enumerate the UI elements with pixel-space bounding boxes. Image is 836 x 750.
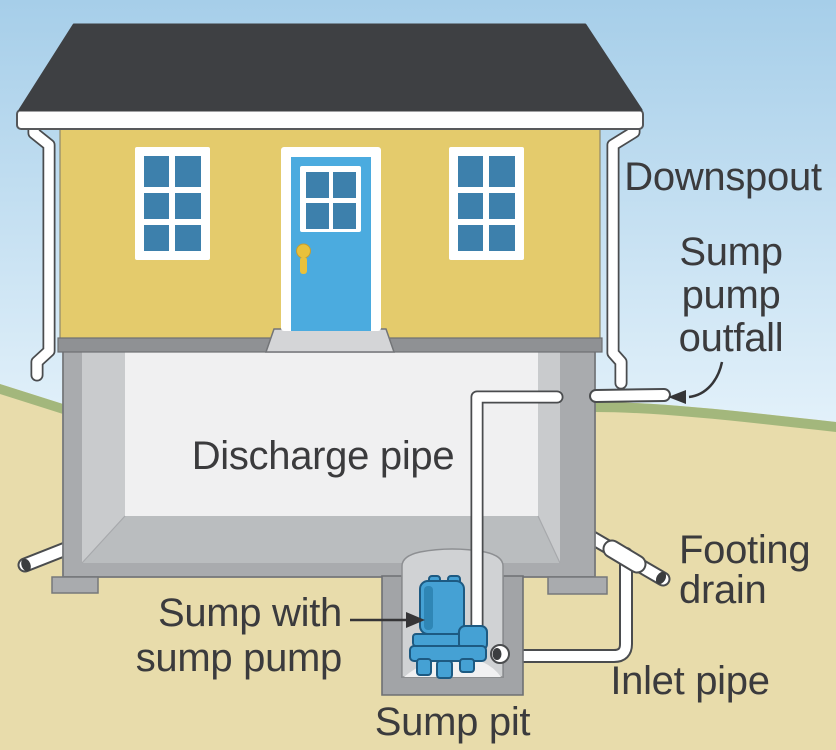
outfall-arrow [668, 361, 724, 404]
window-left [135, 147, 210, 260]
label-footing-drain: Footing drain [679, 528, 811, 612]
door-pane [306, 172, 329, 198]
window-right [449, 147, 524, 260]
door-pane [333, 203, 356, 229]
inlet-pipe [517, 547, 633, 663]
arrowhead [406, 612, 425, 628]
downspout-left [27, 117, 56, 382]
foundation [51, 340, 608, 595]
footing-right [547, 576, 608, 595]
window-mullion [169, 156, 175, 251]
label-sump-pit: Sump pit [374, 700, 531, 744]
footing-drain-pipe-right [581, 528, 671, 587]
grass-right [595, 402, 836, 432]
window-mullion [483, 156, 489, 251]
label-inlet-pipe: Inlet pipe [610, 659, 770, 703]
door-pane [333, 172, 356, 198]
downspout-right [606, 117, 641, 390]
door-pane [306, 203, 329, 229]
arrowhead [668, 390, 686, 404]
drain-opening-left [21, 558, 31, 572]
pump-foot [436, 660, 453, 679]
pump-foot [459, 658, 475, 673]
footing-left [51, 576, 99, 594]
pump-body-shade [424, 586, 433, 630]
front-door [281, 147, 381, 331]
pit-inlet-opening [490, 644, 510, 664]
door-step [264, 328, 396, 353]
window-mullion [458, 219, 515, 225]
door-knob-plate [300, 257, 307, 274]
sump-pump-outfall-pipe [589, 388, 671, 403]
window-mullion [144, 187, 201, 193]
grass-left [0, 384, 63, 414]
pump-foot [416, 658, 432, 676]
roof [18, 23, 643, 112]
door-knob [296, 243, 311, 259]
window-mullion [458, 187, 515, 193]
bevel-edges [81, 515, 561, 564]
window-mullion [144, 219, 201, 225]
sump-arrow [350, 612, 425, 628]
label-discharge-pipe: Discharge pipe [191, 434, 455, 478]
sump-pump [409, 575, 488, 679]
gutter-fascia [16, 109, 644, 130]
discharge-pipe [470, 390, 564, 651]
label-sump-with-sump-pump: Sump with sump pump [135, 591, 343, 680]
label-downspout: Downspout [624, 155, 822, 199]
label-sump-pump-outfall: Sump pump outfall [678, 230, 784, 360]
basement-back-wall [125, 352, 538, 516]
drain-opening-right [655, 571, 667, 585]
